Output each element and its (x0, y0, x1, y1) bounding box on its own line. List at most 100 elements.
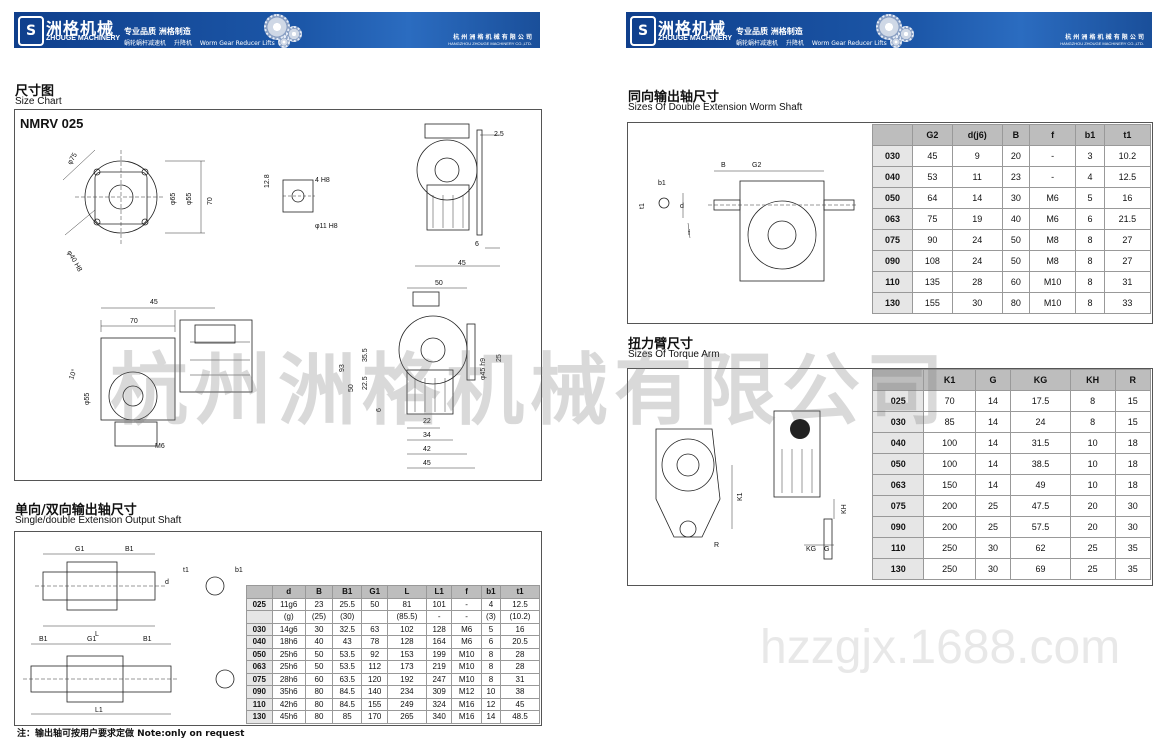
dim-label: 6 (376, 408, 383, 412)
table-cell: 8 (1075, 250, 1105, 272)
table-cell: M12 (451, 685, 482, 699)
model-label: NMRV 025 (20, 116, 84, 131)
table-cell: - (451, 610, 482, 624)
table-cell: 10 (1069, 453, 1116, 475)
table-cell: M10 (451, 660, 482, 674)
table-cell: M10 (1029, 271, 1077, 293)
table-cell: 38 (500, 685, 540, 699)
table-cell: 80 (1001, 292, 1031, 314)
table-header-cell: G1 (361, 585, 388, 599)
table-cell: 31 (500, 672, 540, 686)
table-cell: 19 (951, 208, 1003, 230)
row-model-cell: 063 (872, 208, 913, 230)
table-cell: 250 (923, 558, 976, 580)
table-cell: 31 (1103, 271, 1152, 293)
table-cell: 45 (911, 145, 953, 167)
table-cell: 32.5 (331, 622, 363, 636)
output-shaft-title-en: Single/double Extension Output Shaft (15, 515, 182, 526)
table-cell: (g) (271, 610, 306, 624)
table-cell: 6 (480, 635, 502, 649)
table-cell: 20 (1069, 516, 1116, 538)
table-cell: 50 (1001, 250, 1031, 272)
table-cell: 8 (1069, 390, 1116, 412)
row-model-cell: 040 (872, 166, 913, 188)
table-cell: - (425, 610, 453, 624)
table-cell: 28 (500, 660, 540, 674)
table-cell: 35 (1114, 558, 1152, 580)
table-cell: 164 (425, 635, 453, 649)
table-cell: 200 (923, 495, 976, 517)
row-model-cell: 075 (872, 229, 913, 251)
product-item: 升降机 (785, 40, 804, 47)
table-cell: 50 (1001, 229, 1031, 251)
table-header-cell: G2 (911, 124, 953, 146)
table-cell: 8 (480, 647, 502, 661)
table-cell: 12.5 (500, 597, 540, 611)
row-model-cell: 130 (871, 558, 925, 580)
table-cell: M10 (1029, 292, 1077, 314)
size-chart-panel: NMRV 025 φ75 φ65 φ55 70 φ40 H8 12.8 (14, 109, 542, 481)
dim-label: t1 (183, 567, 189, 574)
product-list: 蜗轮蜗杆减速机 升降机 Worm Gear Reducer Lifts (736, 38, 893, 47)
table-cell: 199 (425, 647, 453, 661)
table-cell: 324 (425, 697, 453, 711)
table-cell: M16 (451, 697, 482, 711)
company-full-name-en: HANGZHOU ZHOUGE MACHINERY CO.,LTD. (448, 41, 532, 46)
table-header-cell: b1 (480, 585, 502, 599)
table-cell: 40 (304, 635, 334, 649)
dim-label: R (714, 542, 719, 549)
table-cell: 78 (361, 635, 388, 649)
table-cell: M6 (451, 635, 482, 649)
table-cell: 80 (304, 710, 334, 724)
dim-label: B1 (125, 546, 134, 553)
table-cell: 30 (951, 292, 1003, 314)
row-model-cell (246, 610, 273, 624)
table-cell: 4 (1075, 166, 1105, 188)
dim-label: G (824, 546, 829, 553)
table-cell: 10.2 (1103, 145, 1152, 167)
company-logo: S (18, 16, 44, 46)
table-cell: 50 (304, 660, 334, 674)
table-cell: 173 (386, 660, 427, 674)
table-cell (361, 610, 388, 624)
table-cell: 14 (951, 187, 1003, 209)
dim-label: b1 (235, 567, 243, 574)
table-cell: 53 (911, 166, 953, 188)
table-cell: 14g6 (271, 622, 306, 636)
row-model-cell: 130 (246, 710, 273, 724)
row-model-cell: 090 (872, 250, 913, 272)
table-cell: 42h6 (271, 697, 306, 711)
output-shaft-drawing: G1 B1 L d t1 b1 B1 G1 B1 L1 (23, 546, 243, 715)
table-cell: 140 (361, 685, 388, 699)
table-header-cell: B (1001, 124, 1031, 146)
table-cell: 10 (480, 685, 502, 699)
row-model-cell: 130 (872, 292, 913, 314)
table-corner (871, 369, 925, 391)
torque-arm-drawing: K1 R KG G KH (655, 410, 848, 560)
product-item: Worm Gear Reducer Lifts (199, 40, 275, 47)
table-cell: 30 (974, 558, 1012, 580)
table-cell: 57.5 (1010, 516, 1071, 538)
table-cell: 53.5 (331, 660, 363, 674)
dim-label: G2 (752, 162, 761, 169)
table-cell: 28h6 (271, 672, 306, 686)
product-item: 升降机 (173, 40, 192, 47)
table-header-cell: t1 (1103, 124, 1152, 146)
table-cell: 25h6 (271, 647, 306, 661)
table-cell: 265 (386, 710, 427, 724)
table-cell: 49 (1010, 474, 1071, 496)
slogan: 专业品质 洲格制造 (124, 27, 191, 36)
row-model-cell: 063 (871, 474, 925, 496)
table-cell: 50 (361, 597, 388, 611)
table-cell: 128 (386, 635, 427, 649)
company-full-name-cn: 杭 州 洲 格 机 械 有 限 公 司 (453, 34, 532, 41)
table-cell: 219 (425, 660, 453, 674)
row-model-cell: 050 (871, 453, 925, 475)
dim-label: t1 (639, 203, 646, 209)
